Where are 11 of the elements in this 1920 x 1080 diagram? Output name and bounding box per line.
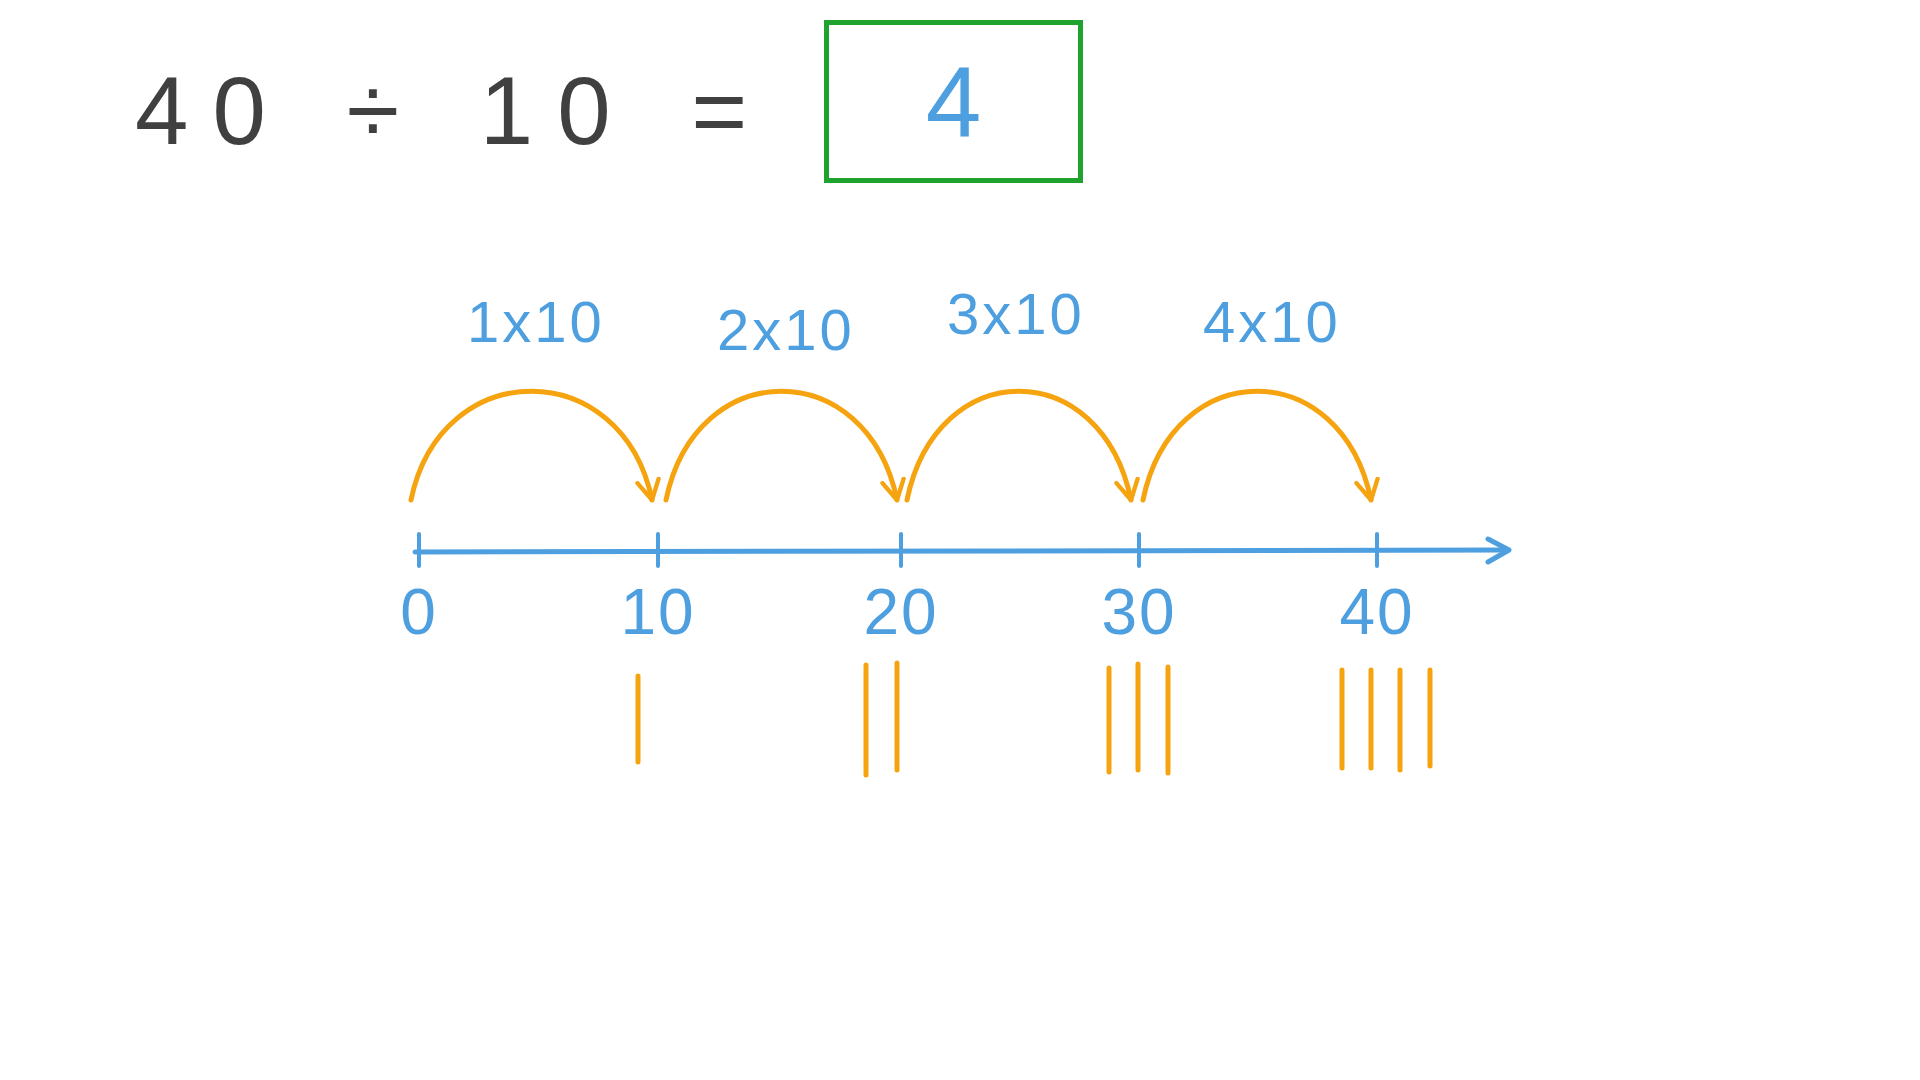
hop-arrow: [663, 388, 904, 503]
hop-arrow: [904, 388, 1138, 503]
tick-label: 0: [400, 580, 438, 644]
tick-label: 10: [620, 580, 696, 644]
answer-box: 4: [824, 20, 1083, 183]
tick-label: 20: [863, 580, 939, 644]
hop-arrow: [1140, 388, 1378, 503]
tick-label: 30: [1101, 580, 1177, 644]
tick-label: 40: [1339, 580, 1415, 644]
equation-text: 40 ÷ 10 =: [135, 58, 772, 164]
hop-arrow: [408, 388, 659, 503]
